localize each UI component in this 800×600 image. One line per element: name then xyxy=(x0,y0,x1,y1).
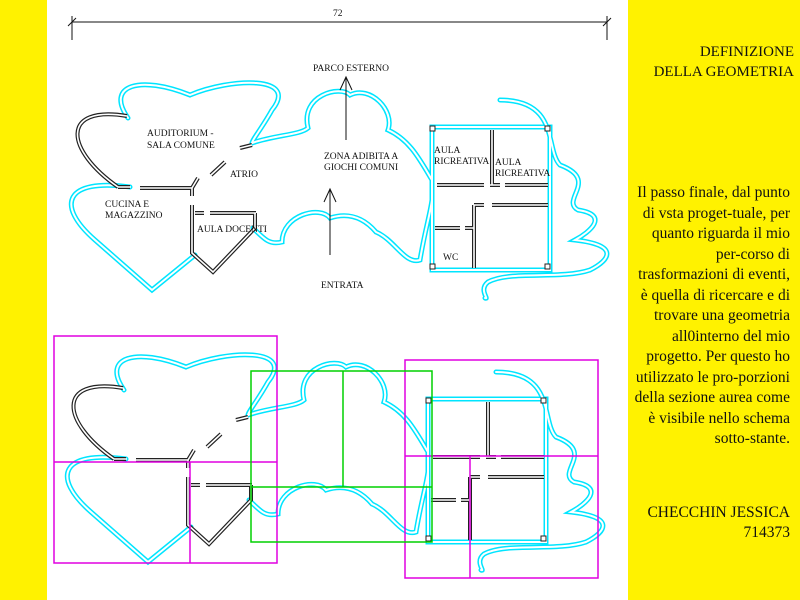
label-aula-ricreativa-2a: AULA xyxy=(495,158,522,168)
label-aula-ricreativa-1b: RICREATIVA xyxy=(434,157,489,167)
description-panel: DEFINIZIONE DELLA GEOMETRIA Il passo fin… xyxy=(628,0,800,600)
label-aula-ricreativa-2b: RICREATIVA xyxy=(495,169,550,179)
label-cucina-2: MAGAZZINO xyxy=(105,211,163,221)
label-wc: WC xyxy=(443,253,458,263)
arrows xyxy=(323,75,353,255)
label-atrio: ATRIO xyxy=(230,170,258,180)
slide-title: DEFINIZIONE DELLA GEOMETRIA xyxy=(654,42,794,82)
title-line-1: DEFINIZIONE xyxy=(699,44,794,60)
label-auditorium-1: AUDITORIUM - xyxy=(147,129,214,139)
student-id: 714373 xyxy=(743,524,791,541)
dimension-label: 72 xyxy=(333,9,343,19)
label-aula-docenti: AULA DOCENTI xyxy=(197,225,267,235)
author-name: CHECCHIN JESSICA xyxy=(647,504,790,521)
label-cucina-1: CUCINA E xyxy=(105,200,149,210)
title-line-2: DELLA GEOMETRIA xyxy=(653,64,794,80)
label-entrata: ENTRATA xyxy=(321,281,364,291)
dimension-line xyxy=(67,16,612,40)
label-zona-2: GIOCHI COMUNI xyxy=(324,163,398,173)
left-margin-strip xyxy=(0,0,47,600)
author-block: CHECCHIN JESSICA 714373 xyxy=(647,503,790,543)
golden-section-outer xyxy=(53,335,599,579)
label-aula-ricreativa-1a: AULA xyxy=(434,146,461,156)
golden-section-center xyxy=(250,370,433,543)
label-parco-esterno: PARCO ESTERNO xyxy=(313,64,389,74)
floor-plan-top xyxy=(71,83,607,299)
label-auditorium-2: SALA COMUNE xyxy=(147,141,215,151)
description-text: Il passo finale, dal punto di vsta proge… xyxy=(634,184,790,447)
label-zona-1: ZONA ADIBITA A xyxy=(324,152,398,162)
floor-plan-drawing: 72 PARCO ESTERNO AUDITORIUM - SALA COMUN… xyxy=(53,9,612,579)
